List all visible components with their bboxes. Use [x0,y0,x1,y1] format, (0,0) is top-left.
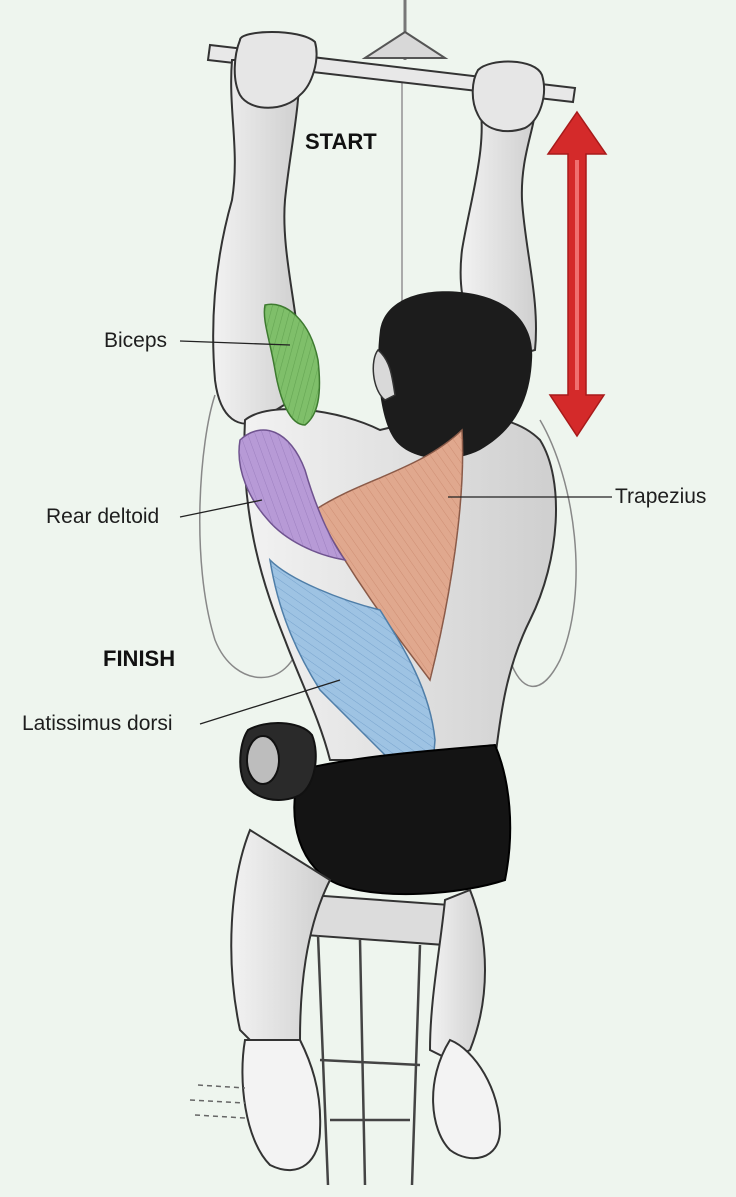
trapezius-fibers [315,430,463,680]
right-hand [471,60,546,133]
left-leg [230,828,332,1047]
rear-deltoid-leader-line [179,499,263,518]
head-hair [378,291,533,459]
biceps-fibers [264,304,320,425]
pulley-bracket [361,30,449,59]
shorts [293,743,512,896]
trapezius-label: Trapezius [615,485,707,508]
latissimus-dorsi-label: Latissimus dorsi [22,712,173,735]
rear-deltoid-fibers [239,430,345,560]
right-shoe [432,1038,502,1160]
latissimus-leader-line [199,679,341,725]
motion-lines [189,1084,246,1119]
ear [372,348,396,401]
range-of-motion-arrow [546,110,608,438]
finish-arm-outline-right [509,419,577,687]
rear-deltoid-label: Rear deltoid [46,505,160,528]
left-shoe [241,1039,322,1171]
thigh-pad-end [246,735,280,785]
latissimus-dorsi-fibers [270,560,435,800]
bench-frame [316,934,422,1186]
biceps-label: Biceps [104,329,168,352]
finish-label: FINISH [103,646,176,671]
finish-arm-outline-left [199,394,301,679]
left-hand [233,31,318,109]
start-label: START [305,129,377,154]
biceps-leader-line [179,340,291,346]
right-leg [428,888,486,1062]
seat [303,893,452,947]
